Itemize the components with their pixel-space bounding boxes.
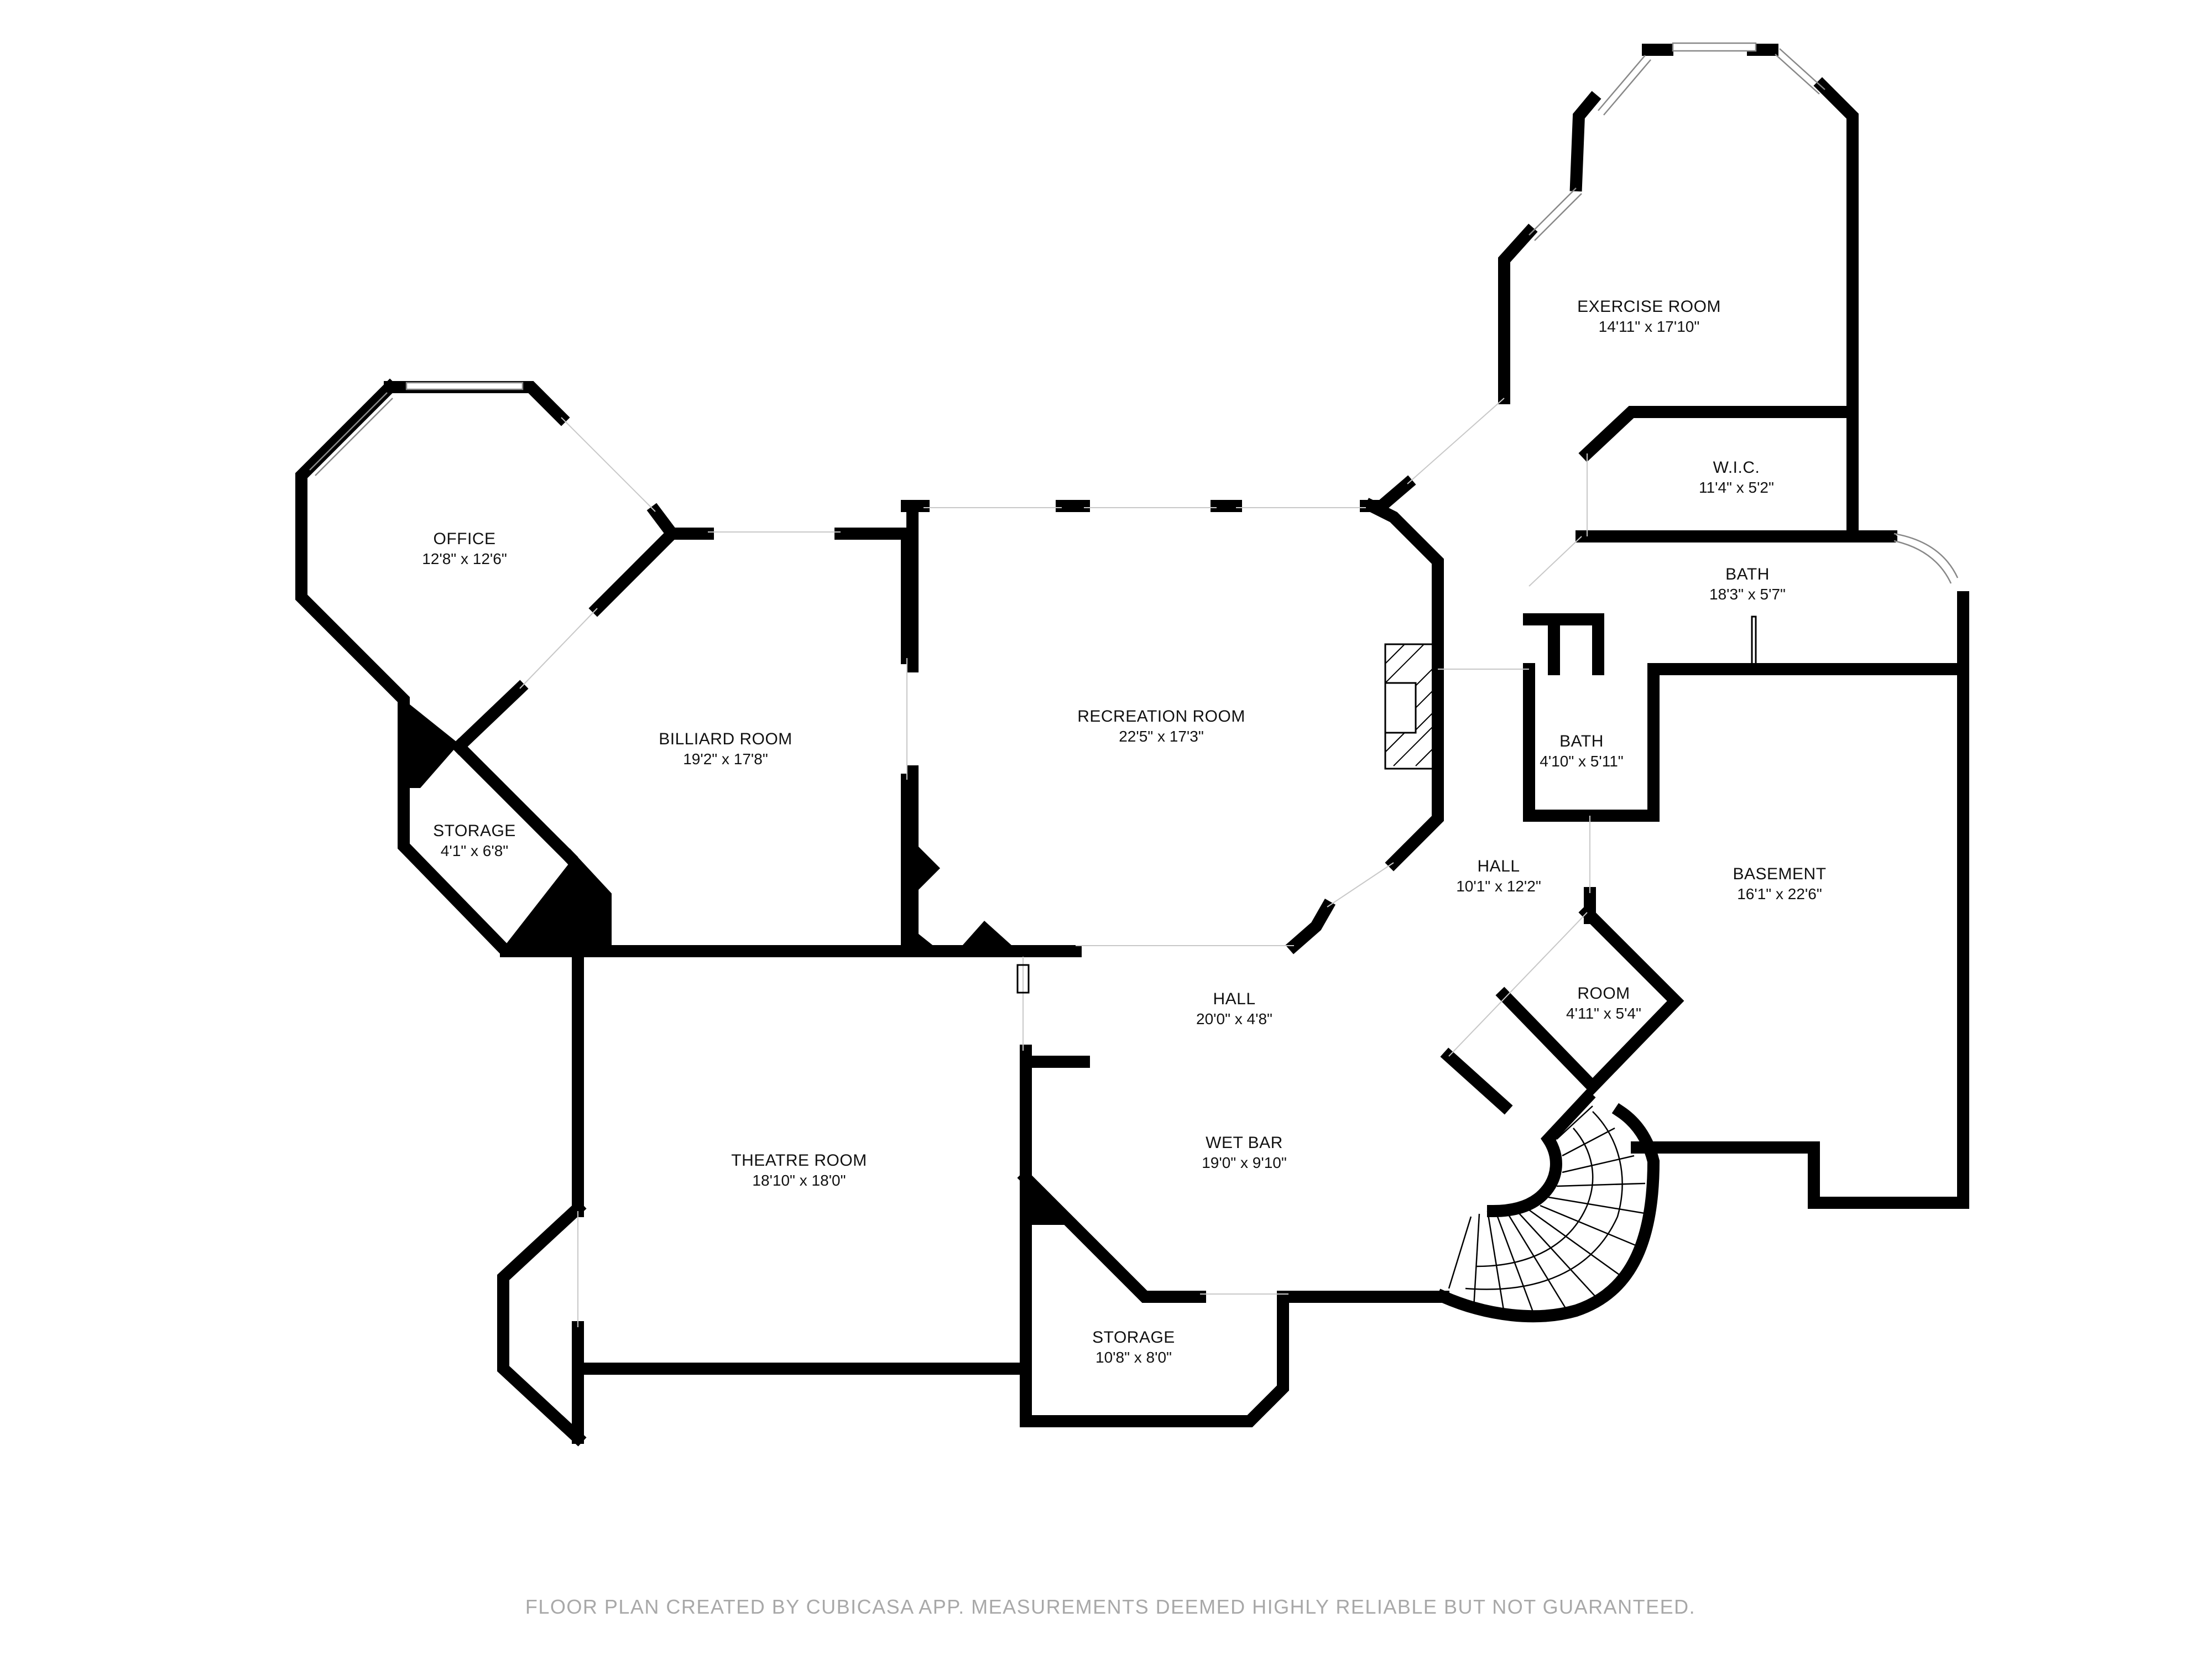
room-bath-small: BATH 4'10" x 5'11" bbox=[1540, 732, 1623, 770]
stair-outer-wall bbox=[1435, 1103, 1660, 1323]
room-dimension: 22'5" x 17'3" bbox=[1119, 728, 1204, 745]
room-bath-main: BATH 18'3" x 5'7" bbox=[1709, 565, 1786, 603]
room-name: BASEMENT bbox=[1733, 865, 1826, 883]
room-dimension: 10'8" x 8'0" bbox=[1095, 1349, 1172, 1366]
billiard-north-wall bbox=[646, 503, 714, 540]
room-name: STORAGE bbox=[433, 822, 516, 840]
room-storage-small: STORAGE 4'1" x 6'8" bbox=[433, 822, 516, 859]
room-name: EXERCISE ROOM bbox=[1577, 298, 1721, 316]
footer-disclaimer: FLOOR PLAN CREATED BY CUBICASA APP. MEAS… bbox=[525, 1595, 1695, 1618]
room-dimension: 10'1" x 12'2" bbox=[1456, 878, 1541, 895]
room-dimension: 18'3" x 5'7" bbox=[1709, 586, 1786, 603]
room-dimension: 4'10" x 5'11" bbox=[1540, 753, 1623, 770]
room-name: ROOM bbox=[1577, 984, 1630, 1003]
room-wet-bar: WET BAR 19'0" x 9'10" bbox=[1202, 1134, 1287, 1171]
room-small: ROOM 4'11" x 5'4" bbox=[1566, 984, 1641, 1022]
bath-main-east bbox=[1653, 591, 1969, 675]
room-name: STORAGE bbox=[1092, 1328, 1175, 1347]
room-office: OFFICE 12'8" x 12'6" bbox=[422, 530, 507, 567]
room-name: HALL bbox=[1477, 857, 1520, 875]
room-labels: EXERCISE ROOM 14'11" x 17'10" W.I.C. 11'… bbox=[422, 298, 1826, 1366]
room-name: OFFICE bbox=[434, 530, 496, 548]
windows bbox=[309, 42, 1959, 584]
room-dimension: 16'1" x 22'6" bbox=[1737, 885, 1822, 902]
room-name: W.I.C. bbox=[1713, 458, 1760, 477]
stair-treads bbox=[1448, 1105, 1648, 1317]
door-frame bbox=[1016, 964, 1030, 994]
basement-east-wall bbox=[1631, 663, 1969, 1209]
room-dimension: 4'11" x 5'4" bbox=[1566, 1005, 1641, 1022]
room-storage-large: STORAGE 10'8" x 8'0" bbox=[1092, 1328, 1175, 1366]
rec-ne-diag bbox=[1379, 475, 1416, 509]
solid-corners bbox=[404, 700, 1078, 1225]
storage-large-walls bbox=[1020, 1227, 1289, 1427]
room-dimension: 20'0" x 4'8" bbox=[1196, 1010, 1272, 1027]
exercise-east-wall bbox=[1813, 77, 1859, 537]
bath-fixture bbox=[1751, 615, 1757, 667]
room-hall-center: HALL 20'0" x 4'8" bbox=[1196, 990, 1272, 1027]
room-name: BATH bbox=[1559, 732, 1604, 750]
fireplace bbox=[1384, 643, 1436, 770]
room-exercise: EXERCISE ROOM 14'11" x 17'10" bbox=[1577, 298, 1721, 335]
room-dimension: 19'0" x 9'10" bbox=[1202, 1154, 1287, 1171]
room-dimension: 18'10" x 18'0" bbox=[752, 1172, 846, 1189]
room-name: WET BAR bbox=[1206, 1134, 1283, 1152]
wetbar-south-wall-west bbox=[1017, 1169, 1206, 1303]
office-billiard-diag bbox=[588, 525, 681, 617]
room-name: BATH bbox=[1725, 565, 1770, 583]
stair-inner-wall bbox=[1486, 1089, 1596, 1218]
recreation-se-wall bbox=[1285, 898, 1336, 954]
office-billiard-diag-lower bbox=[450, 680, 529, 755]
room-dimension: 4'1" x 6'8" bbox=[441, 842, 508, 859]
bath-small-walls bbox=[1523, 663, 1660, 822]
theatre-bump bbox=[497, 1199, 587, 1447]
bath-main-inner bbox=[1523, 613, 1560, 675]
room-name: HALL bbox=[1213, 990, 1255, 1008]
room-name: BILLIARD ROOM bbox=[659, 730, 792, 748]
stair-west-diag bbox=[1440, 1047, 1513, 1115]
wic-north-wall bbox=[1578, 406, 1859, 462]
room-billiard: BILLIARD ROOM 19'2" x 17'8" bbox=[659, 730, 792, 768]
recreation-east-wall bbox=[1363, 498, 1444, 872]
exercise-west-wall bbox=[1498, 223, 1538, 404]
room-dimension: 12'8" x 12'6" bbox=[422, 550, 507, 567]
room-name: THEATRE ROOM bbox=[731, 1151, 867, 1170]
office-north-wall bbox=[384, 381, 570, 426]
exercise-upper-west bbox=[1569, 91, 1601, 192]
bath-main-inner-2 bbox=[1548, 613, 1604, 675]
billiard-east-wall bbox=[834, 528, 913, 664]
room-recreation: RECREATION ROOM 22'5" x 17'3" bbox=[1077, 707, 1245, 745]
room-theatre: THEATRE ROOM 18'10" x 18'0" bbox=[731, 1151, 867, 1189]
storage-diag bbox=[450, 738, 578, 866]
room-wic: W.I.C. 11'4" x 5'2" bbox=[1699, 458, 1774, 496]
room-dimension: 11'4" x 5'2" bbox=[1699, 479, 1774, 496]
room-name: RECREATION ROOM bbox=[1077, 707, 1245, 726]
openings bbox=[519, 398, 1590, 1327]
room-diamond bbox=[1495, 904, 1684, 1095]
room-dimension: 14'11" x 17'10" bbox=[1599, 318, 1700, 335]
room-basement: BASEMENT 16'1" x 22'6" bbox=[1733, 865, 1826, 902]
room-hall-east: HALL 10'1" x 12'2" bbox=[1456, 857, 1541, 895]
office-west-wall bbox=[295, 378, 612, 957]
room-dimension: 19'2" x 17'8" bbox=[683, 750, 768, 768]
